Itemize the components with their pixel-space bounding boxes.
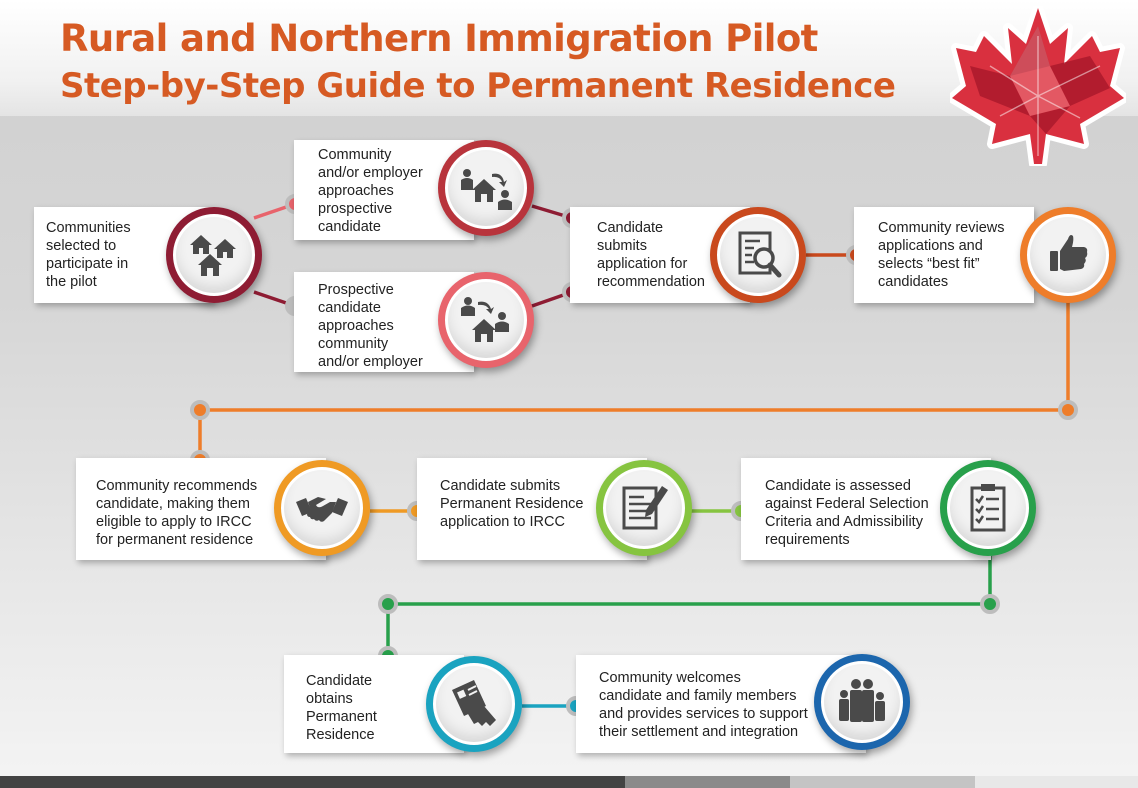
step-text-line: for permanent residence	[96, 532, 254, 548]
step-text-line: and provides services to support	[599, 706, 808, 722]
step-circle-candidate-obtains-pr	[426, 656, 522, 752]
step-text-line: Permanent Residence	[440, 496, 584, 512]
step-circle-community-reviews	[1020, 207, 1116, 303]
step-text-line: Communities	[46, 220, 131, 236]
step-circle-community-recommends	[274, 460, 370, 556]
step-text-line: their settlement and integration	[599, 724, 799, 740]
step-text-line: candidate and family members	[599, 688, 797, 704]
step-text-candidate-approaches-community: Prospective candidate approaches communi…	[318, 281, 423, 371]
step-text-line: submits	[597, 238, 647, 254]
step-text-line: Community recommends	[96, 478, 258, 494]
employer-to-candidate-icon	[461, 169, 512, 210]
step-text-candidate-assessed: Candidate is assessed against Federal Se…	[765, 477, 929, 549]
step-text-line: candidate	[318, 300, 381, 316]
step-text-line: approaches	[318, 183, 394, 199]
step-text-line: requirements	[765, 532, 850, 548]
handshake-icon	[296, 497, 348, 522]
step-circle-community-welcomes	[814, 654, 910, 750]
step-text-candidate-submits-application: Candidate submits application for recomm…	[597, 219, 705, 291]
step-text-line: selects “best fit”	[878, 256, 980, 272]
checklist-icon	[970, 484, 1006, 532]
step-text-line: candidate, making them	[96, 496, 250, 512]
header-band	[0, 0, 1138, 116]
step-text-line: Community	[318, 147, 392, 163]
footer-band-light	[790, 776, 975, 788]
document-magnifier-icon	[738, 231, 782, 278]
pr-card-icon	[452, 680, 496, 726]
step-circle-communities-selected	[166, 207, 262, 303]
footer-band-mid	[625, 776, 790, 788]
step-text-line: and/or employer	[318, 165, 423, 181]
step-text-line: Candidate submits	[440, 478, 561, 494]
step-text-line: Residence	[306, 727, 375, 743]
step-text-line: eligible to apply to IRCC	[96, 514, 252, 530]
step-text-line: applications and	[878, 238, 983, 254]
footer-band-lightest	[975, 776, 1138, 788]
footer-band-dark	[0, 776, 625, 788]
step-text-line: Candidate	[306, 673, 373, 689]
step-text-community-recommends: Community recommends candidate, making t…	[96, 477, 257, 549]
step-text-line: Prospective	[318, 282, 394, 298]
step-text-candidate-obtains-pr: Candidate obtains Permanent Residence	[306, 672, 377, 744]
family-icon	[839, 679, 885, 722]
step-text-line: against Federal Selection	[765, 496, 929, 512]
step-text-community-reviews: Community reviews applications and selec…	[878, 219, 1005, 291]
step-text-line: selected to	[46, 238, 117, 254]
step-text-line: participate in	[46, 256, 129, 272]
step-text-line: Community reviews	[878, 220, 1005, 236]
step-text-line: candidates	[878, 274, 949, 290]
step-text-candidate-submits-pr: Candidate submits Permanent Residence ap…	[440, 477, 583, 531]
step-text-line: Candidate	[597, 220, 664, 236]
step-text-communities-selected: Communities selected to participate in t…	[46, 219, 131, 291]
candidate-to-community-icon	[461, 297, 509, 342]
houses-icon	[190, 235, 236, 276]
step-text-line: the pilot	[46, 274, 97, 290]
step-text-line: approaches	[318, 318, 394, 334]
step-circle-candidate-submits-pr	[596, 460, 692, 556]
step-text-community-approaches-candidate: Community and/or employer approaches pro…	[318, 146, 423, 236]
step-text-line: obtains	[306, 691, 353, 707]
page-subtitle: Step-by-Step Guide to Permanent Residenc…	[60, 66, 896, 106]
step-text-line: and/or employer	[318, 354, 423, 370]
step-text-community-welcomes: Community welcomes candidate and family …	[599, 669, 808, 741]
step-text-line: Candidate is assessed	[765, 478, 911, 494]
maple-leaf-icon	[950, 6, 1126, 166]
step-circle-candidate-assessed	[940, 460, 1036, 556]
step-text-line: application for	[597, 256, 688, 272]
step-circle-candidate-submits-application	[710, 207, 806, 303]
step-circle-candidate-approaches-community	[438, 272, 534, 368]
step-text-line: Permanent	[306, 709, 377, 725]
thumbs-up-icon	[1050, 235, 1088, 271]
form-pen-icon	[622, 486, 668, 530]
step-text-line: application to IRCC	[440, 514, 565, 530]
step-text-line: Criteria and Admissibility	[765, 514, 923, 530]
step-box-community-reviews	[854, 207, 1034, 303]
step-text-line: Community welcomes	[599, 670, 741, 686]
step-text-line: recommendation	[597, 274, 705, 290]
page-title: Rural and Northern Immigration Pilot	[60, 17, 818, 60]
step-circle-community-approaches-candidate	[438, 140, 534, 236]
step-text-line: community	[318, 336, 389, 352]
step-text-line: candidate	[318, 219, 381, 235]
step-text-line: prospective	[318, 201, 393, 217]
